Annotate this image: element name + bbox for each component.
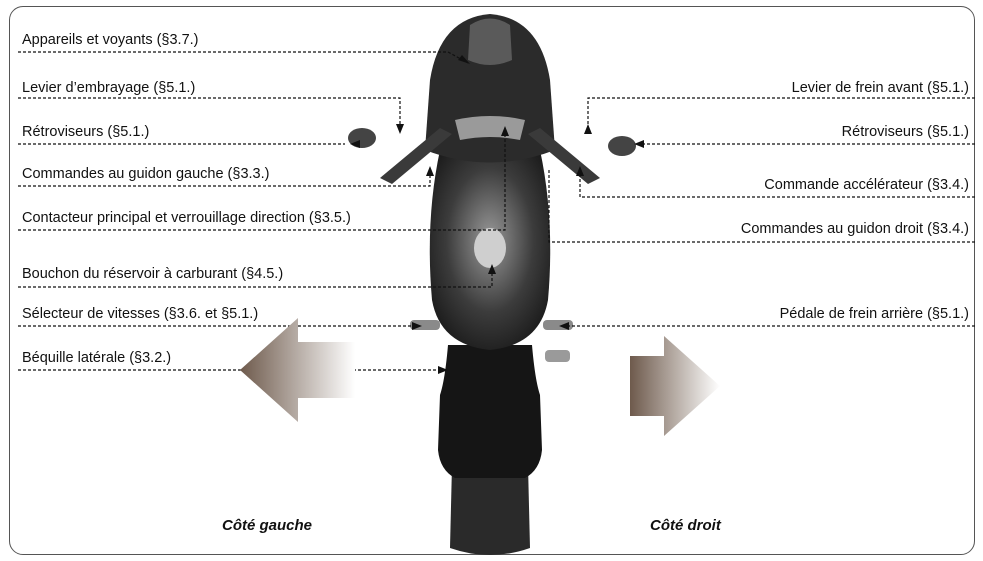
right-side-arrow: [630, 336, 720, 436]
left-mirror: [348, 128, 376, 148]
label-appareils-voyants: Appareils et voyants (§3.7.): [22, 32, 199, 48]
left-side-arrow: [240, 318, 355, 422]
label-commandes-guidon-gauche: Commandes au guidon gauche (§3.3.): [22, 166, 269, 182]
label-bouchon-reservoir: Bouchon du réservoir à carburant (§4.5.): [22, 266, 283, 282]
triple-clamp: [455, 116, 525, 140]
label-retroviseurs-gauche: Rétroviseurs (§5.1.): [22, 124, 149, 140]
label-cote-gauche: Côté gauche: [222, 517, 312, 534]
label-cote-droit: Côté droit: [650, 517, 721, 534]
label-contacteur-principal: Contacteur principal et verrouillage dir…: [22, 210, 351, 226]
seat: [438, 345, 542, 478]
label-commande-accelerateur: Commande accélérateur (§3.4.): [764, 177, 969, 193]
label-retroviseurs-droit: Rétroviseurs (§5.1.): [842, 124, 969, 140]
label-commandes-guidon-droit: Commandes au guidon droit (§3.4.): [741, 221, 969, 237]
leader-appareils: [18, 52, 470, 64]
fuel-cap: [474, 228, 506, 268]
label-bequille-laterale: Béquille latérale (§3.2.): [22, 350, 171, 366]
rear-fender: [450, 465, 530, 555]
exhaust: [545, 350, 570, 362]
label-selecteur-vitesses: Sélecteur de vitesses (§3.6. et §5.1.): [22, 306, 258, 322]
windscreen: [468, 19, 512, 66]
label-levier-frein-avant: Levier de frein avant (§5.1.): [792, 80, 969, 96]
label-pedale-frein-arriere: Pédale de frein arrière (§5.1.): [780, 306, 969, 322]
right-mirror: [608, 136, 636, 156]
label-levier-embrayage: Levier d’embrayage (§5.1.): [22, 80, 195, 96]
